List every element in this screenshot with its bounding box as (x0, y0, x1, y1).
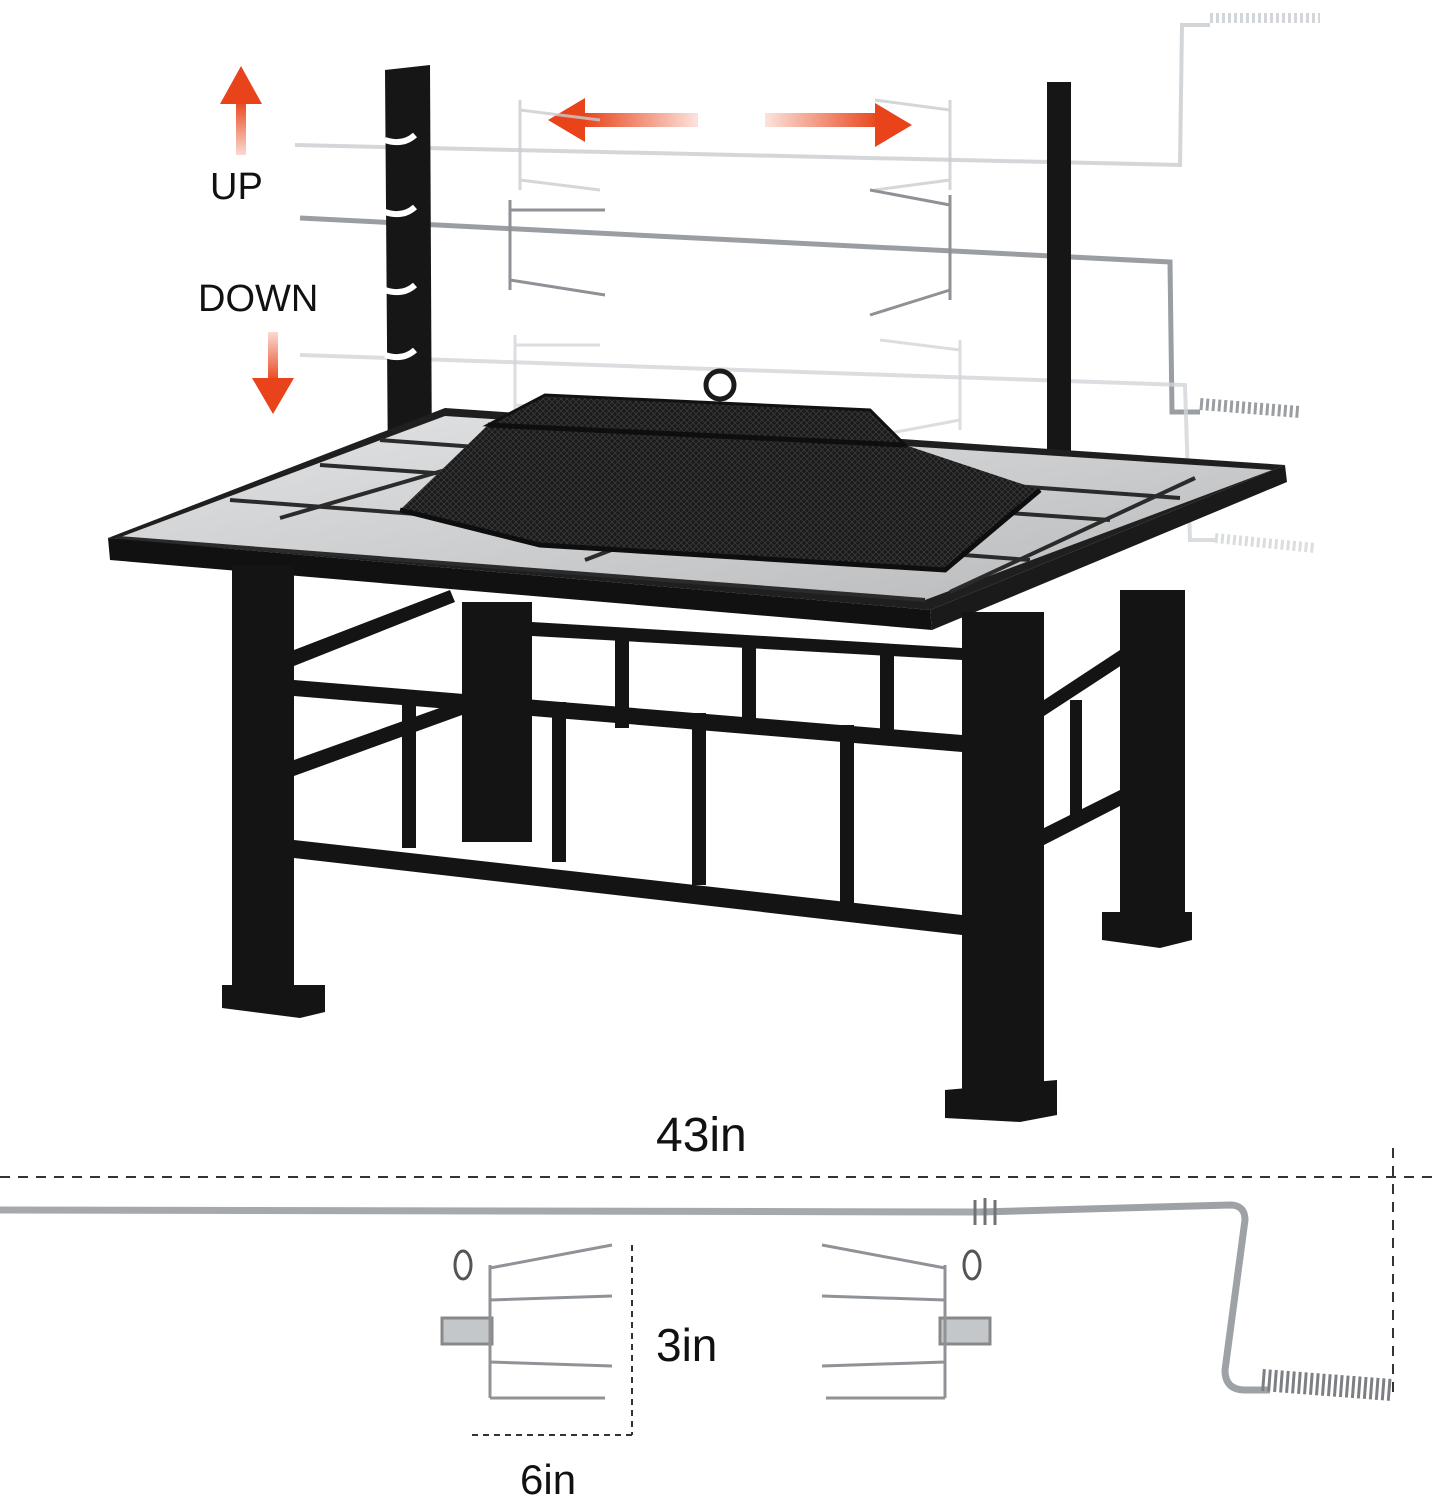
double-arrow-icon (548, 98, 912, 147)
table-frame (222, 565, 1192, 1122)
left-upright-post (384, 65, 432, 490)
arrow-up-icon (220, 66, 262, 155)
forks-upper (518, 98, 952, 192)
label-down: DOWN (198, 278, 319, 320)
mesh-spark-screen (399, 368, 1042, 573)
fork-left-detail (440, 1243, 613, 1400)
spit-rod-upper (294, 13, 1320, 168)
label-fork-height: 3in (656, 1319, 718, 1371)
arrow-down-icon (252, 332, 294, 414)
spit-rod-detail (0, 1198, 1393, 1401)
fork-right-detail (821, 1243, 992, 1400)
label-up: UP (210, 166, 263, 208)
dimension-guides-fork (472, 1245, 633, 1436)
label-length: 43in (656, 1109, 747, 1162)
dimension-line-length (0, 1148, 1435, 1392)
label-fork-width: 6in (520, 1456, 577, 1503)
forks-middle (508, 188, 952, 317)
